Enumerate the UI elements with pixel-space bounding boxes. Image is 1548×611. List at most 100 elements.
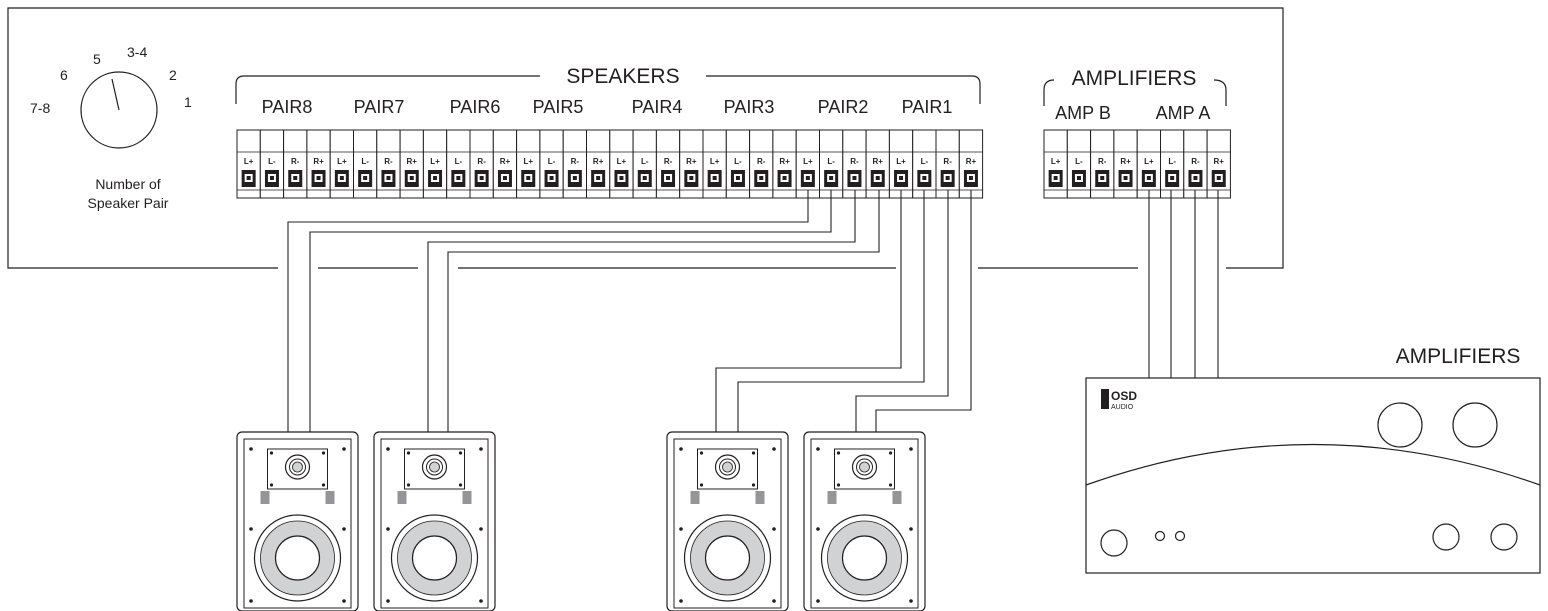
speaker-terminal-label: R-	[943, 157, 952, 166]
speaker-pair-selector[interactable]: 7-8 6 5 3-4 2 1 Number of Speaker Pair	[30, 44, 192, 211]
speaker-terminal[interactable]: R-	[655, 129, 681, 199]
amp-terminal-label: R+	[1120, 157, 1131, 166]
speaker-terminal[interactable]: R-	[376, 129, 401, 199]
amplifiers-bracket: AMPLIFIERS AMP B AMP A	[1043, 67, 1227, 123]
amp-terminal-label: R-	[1098, 157, 1107, 166]
speaker-terminal-label: L+	[244, 157, 254, 166]
speaker-terminal-label: L+	[896, 157, 906, 166]
speaker-terminal[interactable]: R+	[772, 129, 797, 199]
amp-terminal-label: R-	[1191, 157, 1200, 166]
amp-input-jack-1[interactable]	[1432, 523, 1460, 551]
speaker-terminal[interactable]: L-	[725, 129, 751, 199]
amp-a-label: AMP A	[1156, 103, 1211, 123]
amp-knob-right[interactable]	[1452, 402, 1498, 448]
speaker-terminal-label: R+	[407, 157, 418, 166]
speaker-terminal[interactable]: R+	[399, 129, 424, 199]
amp-terminal[interactable]: L-	[1160, 129, 1185, 199]
speaker-terminal[interactable]: L-	[259, 129, 285, 199]
speaker-terminal-label: R+	[500, 157, 511, 166]
amp-knob-left[interactable]	[1377, 402, 1423, 448]
speaker	[666, 431, 789, 611]
speaker-terminal[interactable]: L-	[632, 129, 657, 199]
speaker	[373, 431, 496, 611]
speaker-terminal[interactable]: R+	[958, 129, 984, 199]
speaker-terminal-label: L-	[268, 157, 276, 166]
speaker-terminal[interactable]: L-	[539, 129, 564, 199]
pair-label-7: PAIR7	[354, 97, 405, 117]
speaker-terminal[interactable]: R-	[749, 129, 774, 199]
selector-caption-line2: Speaker Pair	[88, 195, 169, 211]
speaker-terminal-label: R-	[477, 157, 486, 166]
speaker-terminal-label: R-	[850, 157, 859, 166]
speaker-terminal[interactable]: L-	[446, 129, 471, 199]
speaker-terminal[interactable]: L+	[888, 129, 914, 199]
amp-terminal-label: R+	[1214, 157, 1225, 166]
speaker-terminal-label: R-	[384, 157, 393, 166]
speaker-terminal[interactable]: L+	[422, 129, 448, 199]
speaker-terminal-label: R+	[593, 157, 604, 166]
speaker-terminal-label: L-	[361, 157, 369, 166]
osd-brand: OSD	[1111, 389, 1137, 403]
amp-terminal-label: L-	[1075, 157, 1083, 166]
speaker-terminal[interactable]: R+	[492, 129, 518, 199]
amp-terminal[interactable]: L+	[1043, 129, 1068, 199]
speaker-terminal[interactable]: L+	[516, 129, 541, 199]
speaker-terminal[interactable]: R+	[306, 129, 331, 199]
amp-input-jack-2[interactable]	[1490, 523, 1518, 551]
amp-indicator-led-2	[1174, 530, 1186, 542]
speakers-group	[236, 431, 926, 611]
speaker-terminal[interactable]: R-	[562, 129, 588, 199]
selector-label-5: 5	[93, 51, 101, 67]
amp-terminal[interactable]: R+	[1206, 129, 1231, 199]
amplifiers-title: AMPLIFIERS	[1072, 67, 1197, 90]
selector-label-2: 2	[169, 67, 177, 83]
amp-power-button[interactable]	[1100, 529, 1128, 557]
amp-terminal[interactable]: R-	[1090, 129, 1115, 199]
amplifier-unit-label: AMPLIFIERS	[1396, 345, 1521, 368]
speaker	[236, 431, 359, 611]
amplifier-unit: AMPLIFIERS OSD AUDIO	[1085, 345, 1541, 574]
speaker-terminal-label: R-	[757, 157, 766, 166]
speaker-terminal[interactable]: L+	[702, 129, 727, 199]
speaker-terminal[interactable]: R+	[865, 129, 890, 199]
speaker-terminal[interactable]: R-	[935, 129, 960, 199]
amp-terminal[interactable]: L+	[1136, 129, 1161, 199]
amp-terminal[interactable]: L-	[1066, 129, 1092, 199]
selector-label-3-4: 3-4	[127, 44, 147, 60]
amp-indicator-led-1	[1154, 530, 1166, 542]
speakers-title: SPEAKERS	[566, 65, 679, 88]
speaker-terminal-label: L-	[734, 157, 742, 166]
wires-amp-a	[1148, 190, 1219, 378]
speaker-terminal[interactable]: R-	[283, 129, 308, 199]
speaker-terminal[interactable]: L-	[353, 129, 378, 199]
speaker-terminal[interactable]: R-	[469, 129, 494, 199]
speaker-terminal-label: R+	[873, 157, 884, 166]
pair-label-5: PAIR5	[533, 97, 584, 117]
speaker-terminal[interactable]: R+	[679, 129, 704, 199]
amp-terminal[interactable]: R-	[1183, 129, 1208, 199]
selector-caption-line1: Number of	[95, 176, 160, 192]
amp-terminal[interactable]: R+	[1113, 129, 1138, 199]
pair-label-8: PAIR8	[262, 97, 313, 117]
speaker-terminal[interactable]: L+	[329, 129, 355, 199]
speaker-terminal[interactable]: L-	[912, 129, 937, 199]
speaker-terminal-label: R+	[686, 157, 697, 166]
speaker-terminal-block: L+L-R-R+L+L-R-R+L+L-R-R+L+L-R-R+L+L-R-R+…	[236, 129, 984, 199]
hub-enclosure	[7, 7, 1284, 269]
pair-label-2: PAIR2	[818, 97, 869, 117]
speaker-terminal-label: L+	[523, 157, 533, 166]
pair-label-1: PAIR1	[902, 97, 953, 117]
speaker-terminal-label: L-	[641, 157, 649, 166]
selector-knob[interactable]	[80, 71, 158, 149]
speaker-terminal-label: L+	[803, 157, 813, 166]
speaker-terminal[interactable]: L+	[236, 129, 261, 199]
speaker-terminal-label: L+	[617, 157, 627, 166]
speaker-terminal[interactable]: L-	[819, 129, 844, 199]
speaker-terminal[interactable]: L+	[795, 129, 821, 199]
selector-label-1: 1	[184, 94, 192, 110]
speaker-terminal[interactable]: R+	[586, 129, 611, 199]
selector-label-6: 6	[60, 67, 68, 83]
speaker-terminal[interactable]: L+	[609, 129, 634, 199]
speaker-terminal[interactable]: R-	[842, 129, 867, 199]
pair-label-6: PAIR6	[450, 97, 501, 117]
